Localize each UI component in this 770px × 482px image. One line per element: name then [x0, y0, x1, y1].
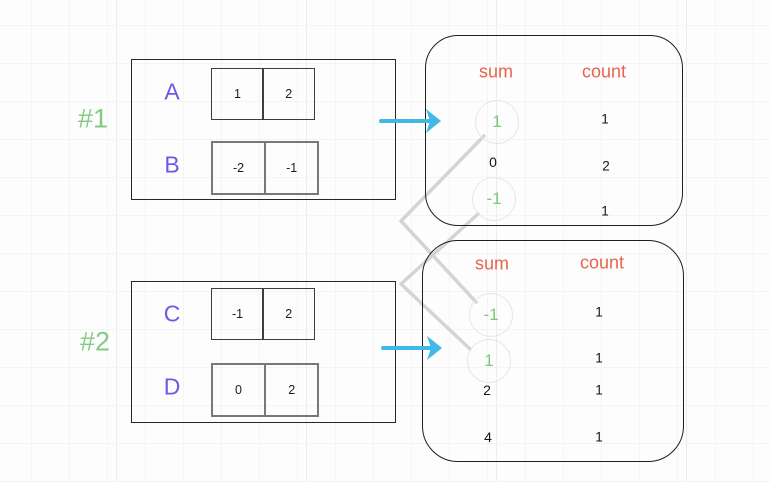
group2-label: #2	[79, 326, 111, 357]
result1-sum: 0	[489, 154, 497, 170]
array-cell: -1	[211, 288, 264, 340]
arrow-right-icon	[381, 336, 442, 360]
array-c-label: C	[163, 300, 181, 327]
result1-sum-circled: 1	[475, 100, 519, 144]
array-d-cells: 0 2	[211, 363, 320, 417]
array-cell: 2	[264, 363, 320, 417]
result2-count-header: count	[579, 252, 625, 273]
result2-sum: 4	[484, 429, 492, 445]
arrow-right-icon	[379, 109, 441, 133]
result1-sum-circled: -1	[472, 177, 516, 221]
group2-box	[131, 281, 396, 423]
array-b-label: B	[164, 151, 180, 178]
array-cell: 2	[262, 68, 316, 120]
array-c-cells: -1 2	[211, 288, 316, 340]
array-a-cells: 1 2	[211, 68, 316, 120]
result1-count: 1	[601, 203, 609, 219]
array-a-label: A	[164, 78, 180, 105]
group1-label: #1	[77, 103, 109, 134]
group1-box	[131, 59, 396, 200]
result2-box	[422, 240, 684, 462]
result2-sum-circled: 1	[467, 339, 511, 383]
result2-sum: 2	[483, 382, 491, 398]
result1-count: 1	[601, 111, 609, 127]
array-cell: 1	[211, 68, 264, 120]
result1-sum-header: sum	[478, 61, 514, 82]
result2-sum-circled: -1	[469, 293, 513, 337]
result1-count: 2	[602, 158, 610, 174]
result1-count-header: count	[581, 61, 627, 82]
array-cell: 2	[262, 288, 316, 340]
array-b-cells: -2 -1	[211, 141, 320, 195]
result2-count: 1	[595, 350, 603, 366]
array-d-label: D	[163, 373, 181, 400]
array-cell: -1	[264, 141, 320, 195]
result2-sum-header: sum	[474, 253, 510, 274]
match-connector-line	[399, 212, 480, 351]
result2-count: 1	[595, 304, 603, 320]
result1-box	[425, 35, 683, 226]
result2-count: 1	[595, 382, 603, 398]
result2-count: 1	[595, 429, 603, 445]
